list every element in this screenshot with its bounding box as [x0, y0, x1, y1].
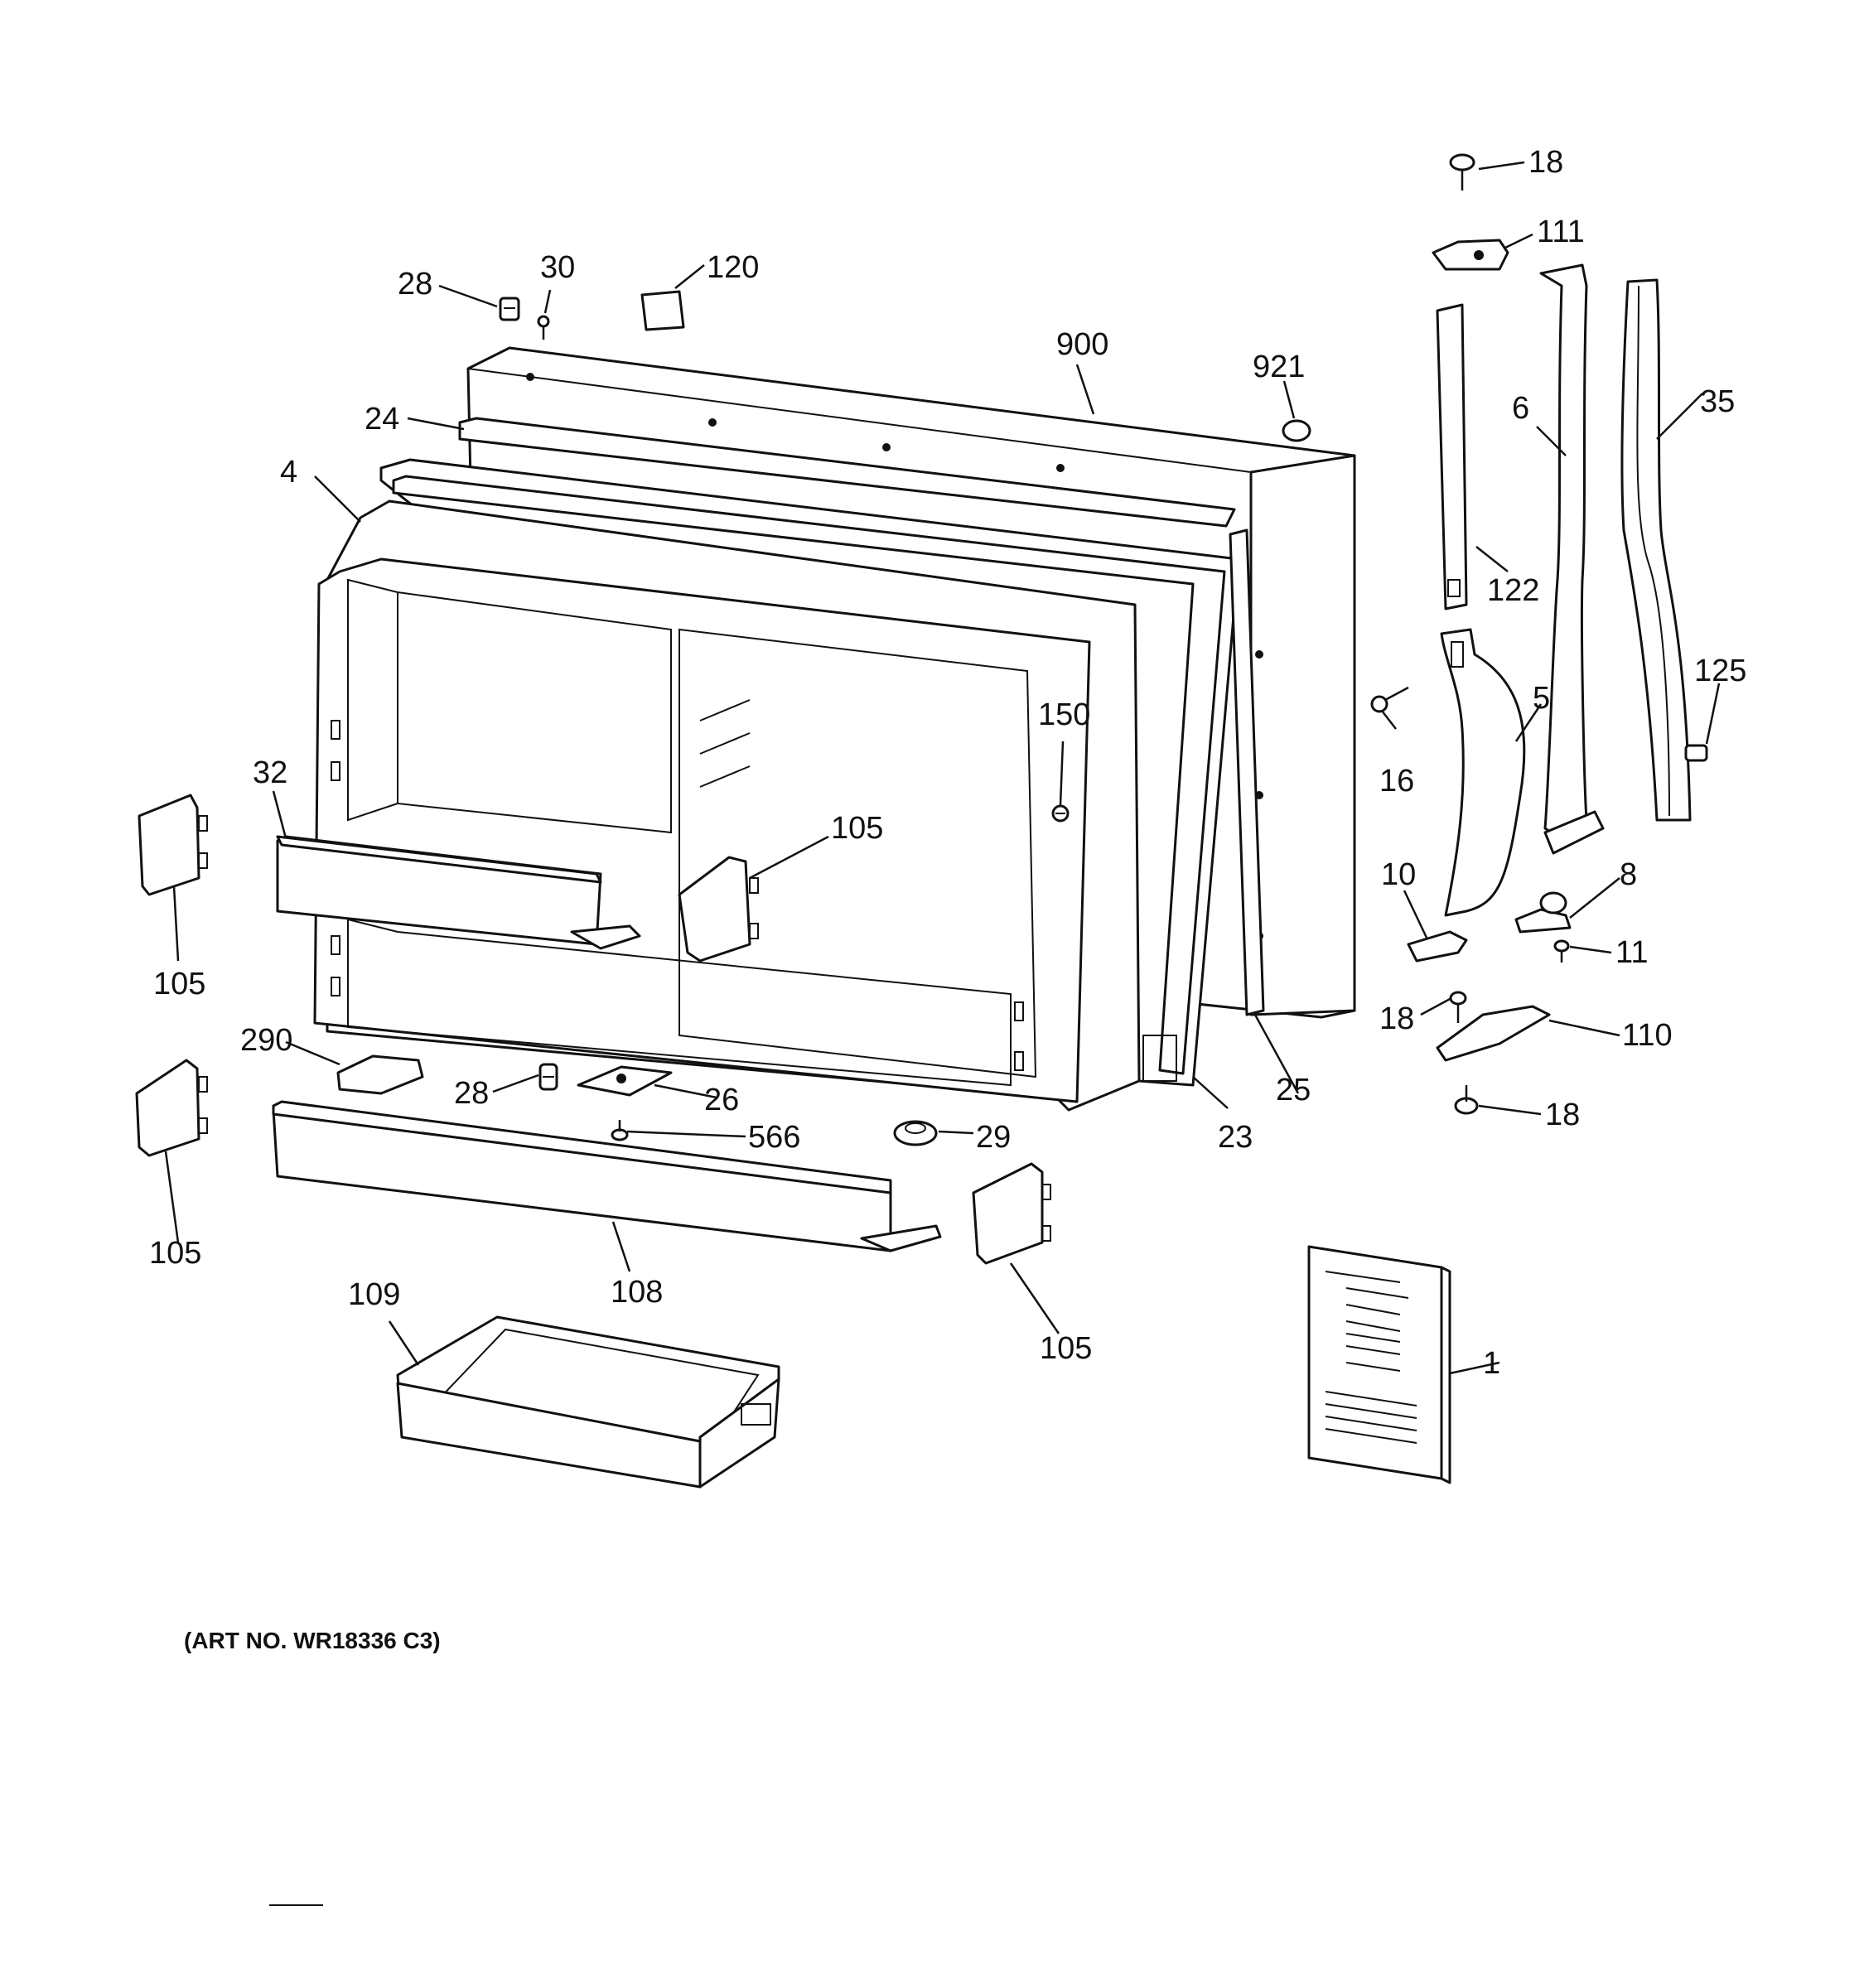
plug-screw-bottom [538, 1063, 558, 1091]
callout-105-mid: 105 [831, 811, 883, 846]
callout-4: 4 [280, 455, 297, 490]
callout-105-right: 105 [1040, 1331, 1092, 1366]
callout-32: 32 [253, 755, 287, 790]
handle-body [1440, 628, 1526, 917]
owners-manual [1307, 1245, 1451, 1484]
screw-18-mid [1449, 991, 1467, 1023]
callout-110: 110 [1622, 1018, 1673, 1053]
shelf-bar-upper [276, 835, 641, 950]
callout-105-left-lower: 105 [149, 1236, 201, 1271]
callout-109: 109 [348, 1277, 400, 1312]
screw-30 [537, 315, 550, 340]
callout-5: 5 [1533, 681, 1550, 716]
callout-1: 1 [1483, 1346, 1500, 1381]
inner-door-liner [313, 499, 1141, 1112]
callout-23: 23 [1218, 1120, 1253, 1155]
spacer-block [640, 290, 685, 331]
callout-labels: 18 111 28 30 120 900 921 24 4 6 35 122 1… [149, 145, 1746, 1381]
mount-plate [577, 1065, 673, 1097]
screw-150 [1051, 804, 1070, 823]
callout-10: 10 [1381, 857, 1416, 892]
hinge-cap [1432, 239, 1509, 271]
callout-25: 25 [1276, 1073, 1311, 1107]
screw-18-top [1449, 153, 1475, 191]
callout-120: 120 [707, 250, 759, 285]
callout-566: 566 [748, 1120, 800, 1155]
callout-8: 8 [1620, 857, 1637, 892]
side-seal [1229, 528, 1265, 1016]
callout-35: 35 [1700, 384, 1735, 419]
callout-122: 122 [1487, 573, 1539, 608]
callout-26: 26 [704, 1083, 739, 1117]
callout-30: 30 [540, 250, 575, 285]
shelf-bracket-right [972, 1162, 1051, 1265]
callout-108: 108 [611, 1275, 663, 1310]
screw-16 [1370, 686, 1409, 713]
shelf-bracket-left-lower [135, 1059, 208, 1157]
callout-150: 150 [1038, 697, 1090, 732]
grommet [893, 1120, 938, 1146]
handle-strap-right [1620, 278, 1692, 822]
bottom-hinge [1436, 1005, 1551, 1062]
callout-18-mid: 18 [1379, 1001, 1414, 1036]
callout-11: 11 [1615, 935, 1648, 970]
bracket-10 [1407, 930, 1468, 963]
callout-105-left-upper: 105 [153, 967, 205, 1001]
screw-18-bottom [1454, 1085, 1479, 1115]
callout-111: 111 [1537, 215, 1585, 249]
screw-11 [1553, 939, 1570, 963]
callout-24: 24 [365, 402, 399, 437]
callout-921: 921 [1253, 350, 1305, 384]
callout-6: 6 [1512, 391, 1529, 426]
shelf-bar-lower [272, 1100, 942, 1252]
callout-900: 900 [1056, 327, 1108, 362]
callout-16: 16 [1379, 764, 1414, 799]
callout-28-bottom: 28 [454, 1076, 489, 1111]
hinge-bar [1436, 303, 1468, 610]
callout-18-bottom: 18 [1545, 1098, 1580, 1132]
callout-125: 125 [1694, 654, 1746, 688]
hinge-8 [1514, 891, 1572, 934]
shelf-bracket-mid [678, 856, 759, 963]
plug-button [1282, 419, 1311, 442]
handle-strap-left [1539, 263, 1605, 855]
end-plug [1684, 744, 1708, 762]
top-trim-strip [458, 417, 1236, 528]
callout-28-top: 28 [398, 267, 432, 302]
callout-29: 29 [976, 1120, 1011, 1155]
leader-lines [164, 161, 1721, 1375]
shelf-bracket-left-upper [138, 794, 208, 896]
art-number-caption: (ART NO. WR18336 C3) [184, 1628, 441, 1653]
screw-566 [611, 1120, 629, 1141]
door-bin [396, 1315, 780, 1489]
callout-290: 290 [240, 1023, 292, 1058]
shelf-pad [336, 1054, 424, 1095]
plug-screw-top [499, 297, 520, 321]
callout-18-top: 18 [1528, 145, 1563, 180]
